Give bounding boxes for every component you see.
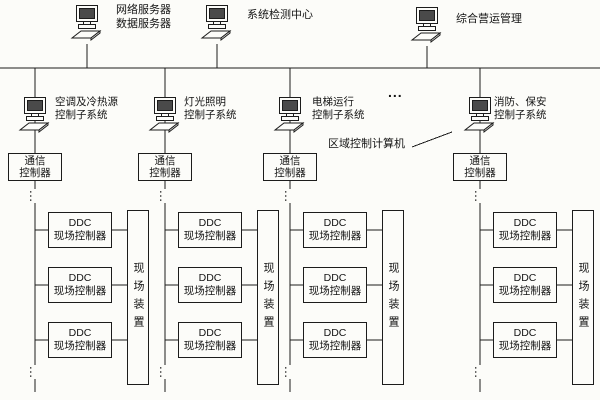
computer-icon (273, 97, 307, 137)
computer-icon (148, 97, 182, 137)
continuation-dots: … (27, 189, 43, 203)
subsystem-label-fire-security: 消防、保安 控制子系统 (494, 96, 547, 121)
top-node-label-operations-management: 综合营运管理 (456, 13, 522, 25)
field-device-box: 现场装置 (572, 210, 594, 385)
computer-icon (200, 5, 234, 45)
ddc-controller-box: DDC 现场控制器 (303, 212, 367, 248)
comm-controller-box: 通信 控制器 (8, 153, 62, 181)
ddc-controller-box: DDC 现场控制器 (48, 322, 112, 358)
comm-controller-box: 通信 控制器 (263, 153, 317, 181)
continuation-dots: … (472, 365, 488, 379)
ddc-controller-box: DDC 现场控制器 (493, 322, 557, 358)
comm-controller-box: 通信 控制器 (453, 153, 507, 181)
continuation-dots: … (157, 365, 173, 379)
field-device-box: 现场装置 (127, 210, 149, 385)
area-control-computer-label: 区域控制计算机 (328, 138, 405, 150)
ddc-controller-box: DDC 现场控制器 (303, 322, 367, 358)
top-node-label-system-monitor-center: 系统检测中心 (247, 9, 313, 21)
continuation-dots: … (472, 189, 488, 203)
ddc-controller-box: DDC 现场控制器 (178, 322, 242, 358)
ddc-controller-box: DDC 现场控制器 (493, 212, 557, 248)
computer-icon (463, 97, 497, 137)
continuation-dots: … (157, 189, 173, 203)
computer-icon (70, 5, 104, 45)
computer-icon (18, 97, 52, 137)
ddc-controller-box: DDC 现场控制器 (178, 267, 242, 303)
ddc-controller-box: DDC 现场控制器 (493, 267, 557, 303)
continuation-dots: … (282, 365, 298, 379)
ddc-controller-box: DDC 现场控制器 (48, 212, 112, 248)
continuation-dots: … (27, 365, 43, 379)
continuation-dots: … (282, 189, 298, 203)
field-device-box: 现场装置 (382, 210, 404, 385)
subsystem-label-hvac: 空调及冷热源 控制子系统 (55, 96, 118, 121)
ddc-controller-box: DDC 现场控制器 (178, 212, 242, 248)
top-node-label-network-data-server: 网络服务器 数据服务器 (116, 4, 171, 30)
computer-icon (410, 7, 444, 47)
subsystem-ellipsis: ... (388, 84, 403, 100)
subsystem-label-elevator: 电梯运行 控制子系统 (312, 96, 365, 121)
ddc-controller-box: DDC 现场控制器 (303, 267, 367, 303)
field-device-box: 现场装置 (257, 210, 279, 385)
comm-controller-box: 通信 控制器 (138, 153, 192, 181)
ddc-controller-box: DDC 现场控制器 (48, 267, 112, 303)
subsystem-label-lighting: 灯光照明 控制子系统 (184, 96, 237, 121)
